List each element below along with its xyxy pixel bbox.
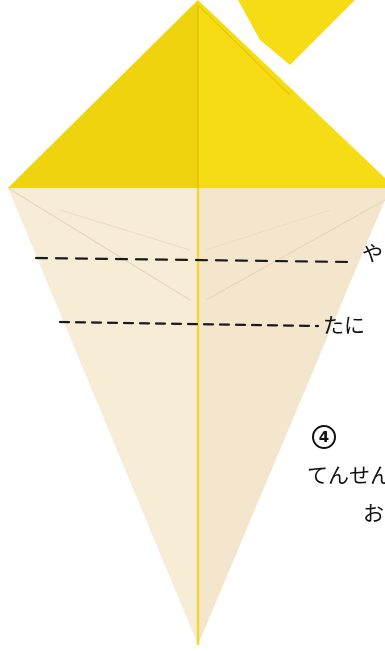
step-number-badge: 4 bbox=[312, 425, 336, 449]
cream-kite-body bbox=[8, 188, 198, 645]
cream-kite-body-right bbox=[198, 188, 385, 645]
instruction-text-line-1: てんせん bbox=[307, 466, 385, 487]
yellow-top-triangle-shade bbox=[8, 0, 198, 188]
instruction-text-line-2: お bbox=[363, 504, 384, 525]
mountain-fold-label: や bbox=[362, 244, 383, 265]
valley-fold-label: たに bbox=[323, 316, 365, 337]
